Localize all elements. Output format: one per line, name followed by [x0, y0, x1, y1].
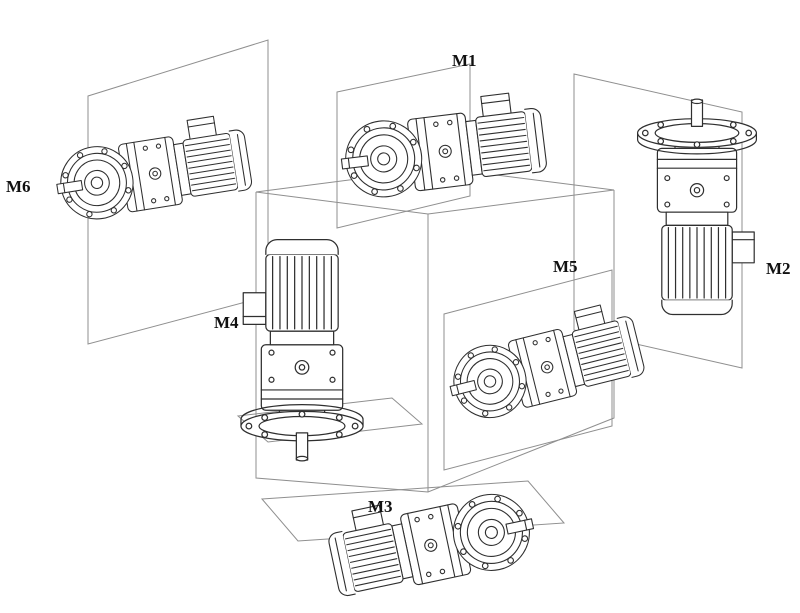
label-m5: M5 [553, 257, 578, 276]
gearmotor-m4-drawing [240, 239, 364, 462]
label-m6: M6 [6, 177, 31, 196]
label-m2: M2 [766, 259, 791, 278]
mounting-plane-m1 [336, 63, 471, 229]
gearmotor-m6-drawing [49, 111, 255, 226]
label-m3: M3 [368, 497, 393, 516]
mounting-plane-m2 [573, 73, 743, 369]
gearmotor-m3-drawing [322, 474, 541, 604]
gearmotors [49, 89, 758, 604]
mounting-plane-m5 [443, 269, 613, 471]
position-labels: M1 M2 M3 M4 M5 M6 [6, 51, 791, 516]
label-m1: M1 [452, 51, 477, 70]
construction-planes [87, 39, 743, 542]
label-m4: M4 [214, 313, 239, 332]
gearmotor-m1-drawing [335, 89, 549, 203]
gearmotor-m5-drawing [439, 297, 648, 427]
gearmotor-m2-drawing [636, 98, 758, 316]
